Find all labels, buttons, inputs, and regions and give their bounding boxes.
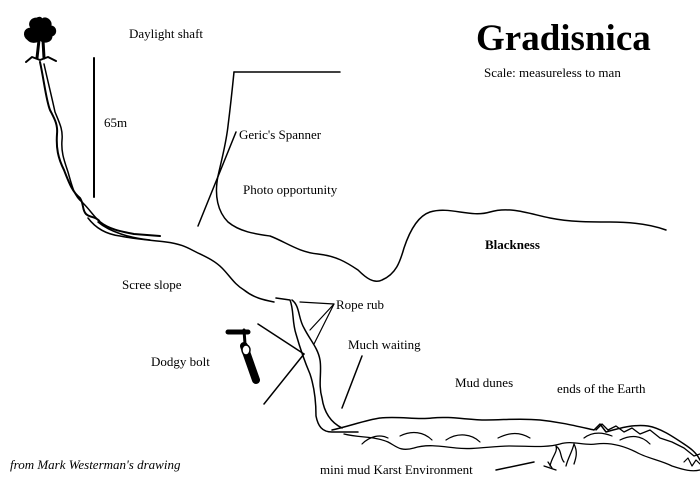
label-rope-rub: Rope rub — [336, 297, 385, 312]
label-depth: 65m — [104, 115, 128, 130]
passage-floor — [87, 217, 275, 303]
label-mud-dunes: Mud dunes — [455, 375, 514, 390]
label-daylight-shaft: Daylight shaft — [129, 26, 204, 41]
ends-of-earth-rocks — [595, 423, 700, 457]
dodgy-bolt-icon — [225, 328, 260, 384]
mud-dunes-ridges — [361, 431, 651, 445]
shaft-wall-inner — [43, 63, 99, 221]
page-title: Gradisnica — [476, 18, 651, 59]
much-waiting-pointer — [341, 355, 363, 409]
rope-pitch-left — [275, 297, 359, 433]
label-dodgy-bolt: Dodgy bolt — [151, 354, 210, 369]
rope-pitch-right — [291, 299, 343, 429]
passage-roof — [97, 221, 151, 241]
label-gerics-spanner: Geric's Spanner — [239, 127, 322, 142]
label-blackness: Blackness — [485, 237, 540, 252]
chamber-left-wall — [215, 71, 667, 282]
label-scree-slope: Scree slope — [122, 277, 182, 292]
label-mini-karst: mini mud Karst Environment — [320, 462, 473, 477]
tree-icon — [23, 16, 57, 63]
shaft-wall-outer — [39, 61, 161, 237]
gerics-spanner-pointer — [197, 131, 237, 227]
mini-karst-icon — [543, 443, 577, 471]
mud-dunes-outline — [343, 433, 700, 472]
mini-karst-pointer — [495, 461, 535, 471]
label-much-waiting: Much waiting — [348, 337, 421, 352]
dodgy-bolt-pointers — [257, 323, 305, 405]
label-photo-opportunity: Photo opportunity — [243, 182, 338, 197]
bottom-floor-top — [331, 416, 700, 461]
rubble — [683, 457, 700, 467]
rope-rub-pointers — [299, 301, 335, 345]
label-ends-of-earth: ends of the Earth — [557, 381, 646, 396]
credit-note: from Mark Westerman's drawing — [10, 457, 181, 472]
scale-note: Scale: measureless to man — [484, 65, 621, 80]
